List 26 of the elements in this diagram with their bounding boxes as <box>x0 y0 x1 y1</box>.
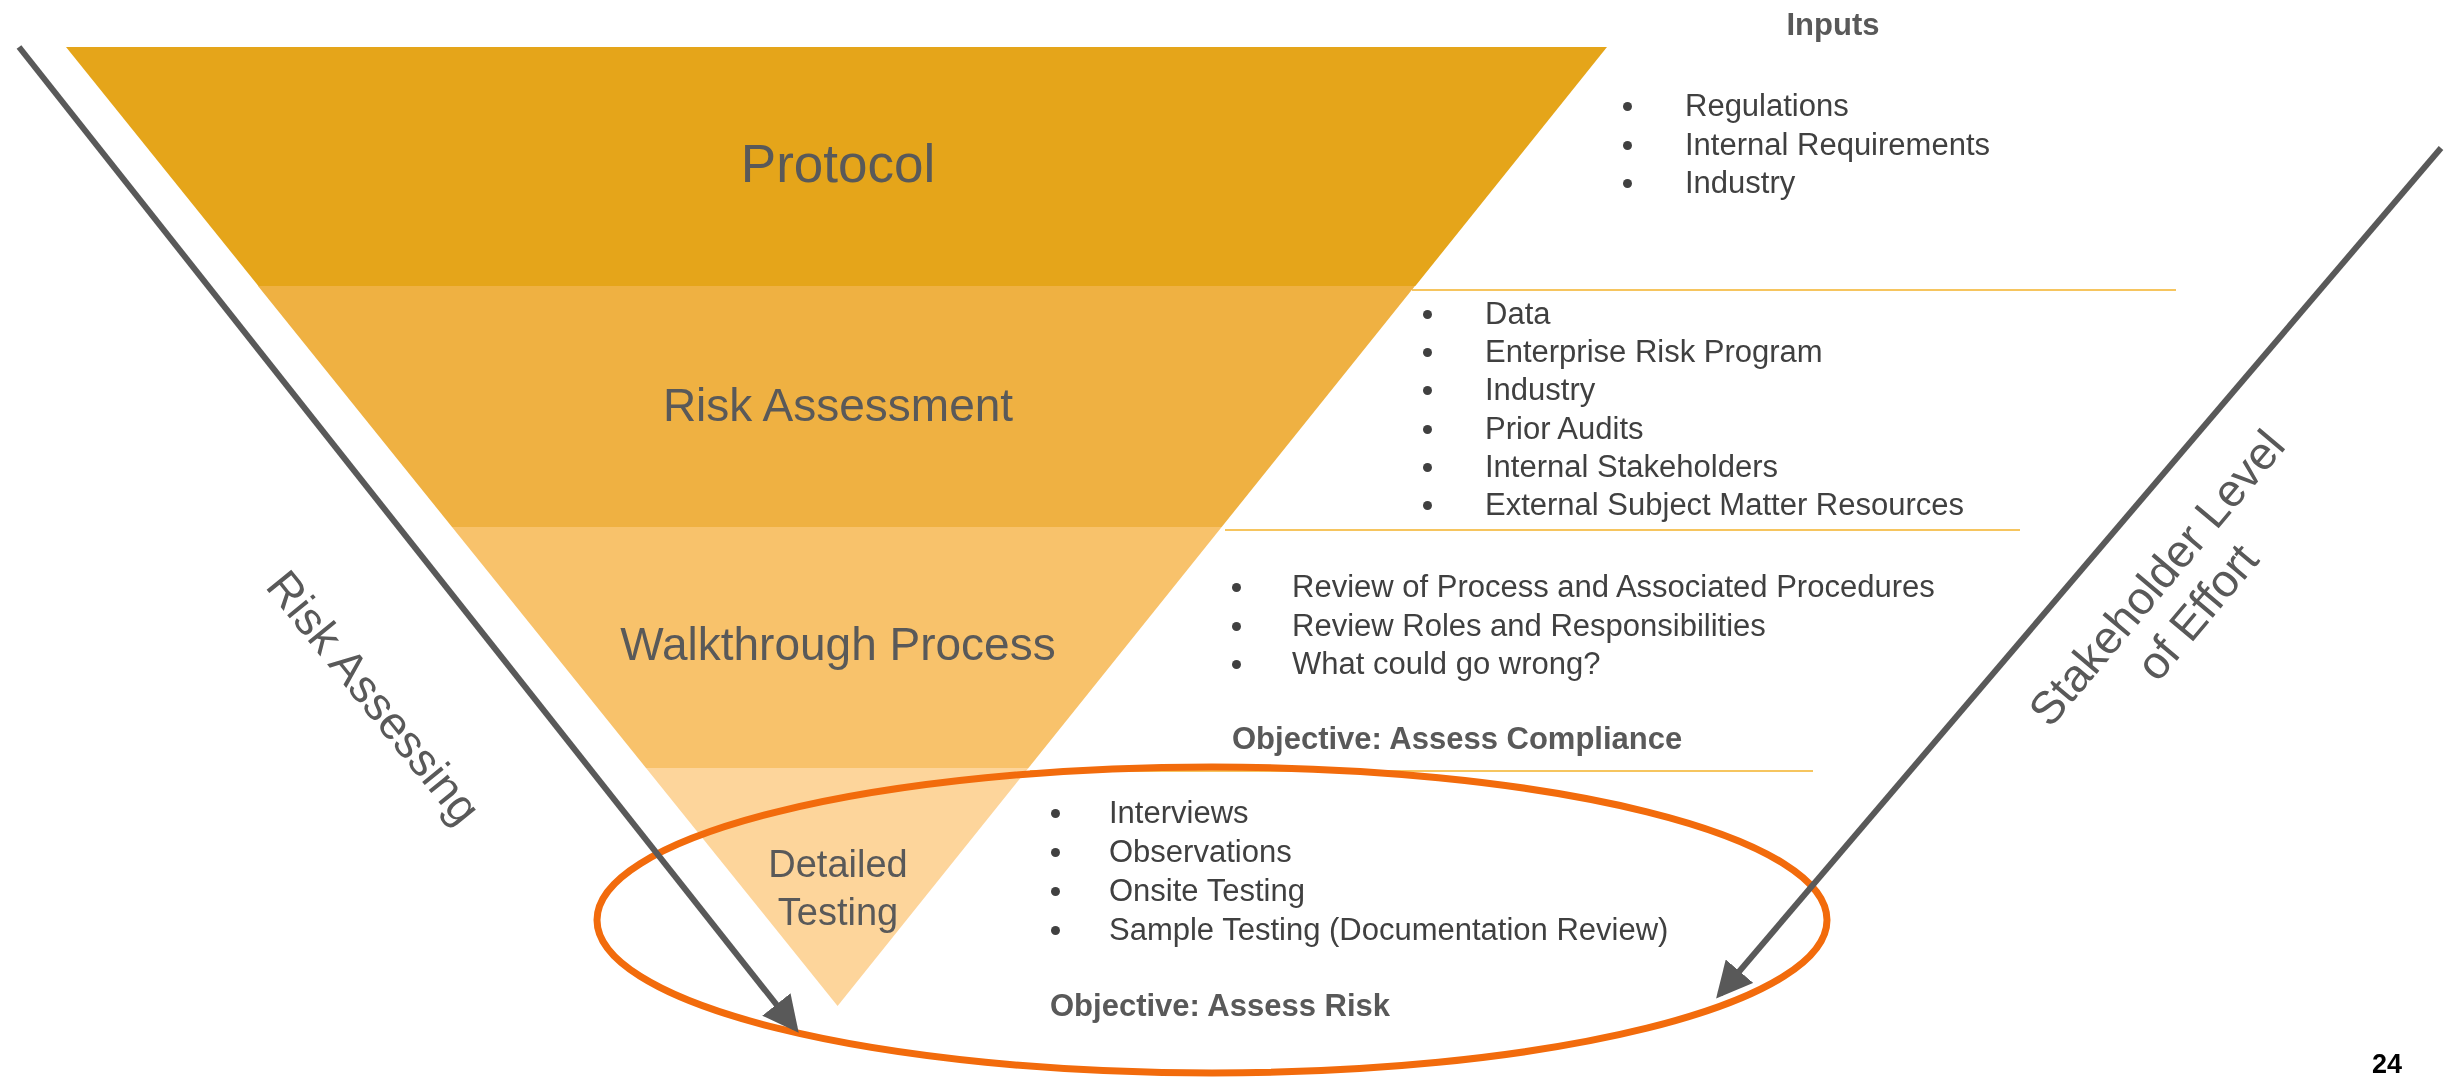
list-item: Internal Stakeholders <box>1485 448 1778 485</box>
band-label: Detailed Testing <box>767 841 909 935</box>
list-item: Internal Requirements <box>1685 126 1990 163</box>
list-item: Interviews <box>1109 795 1249 831</box>
list-item: External Subject Matter Resources <box>1485 487 1964 523</box>
list-item: Review Roles and Responsibilities <box>1292 607 1766 644</box>
list-item: Review of Process and Associated Procedures <box>1292 569 1935 605</box>
band-label: Risk Assessment <box>661 378 1015 434</box>
list-item: Regulations <box>1685 88 1849 124</box>
funnel-band <box>66 47 1607 286</box>
list-item: Observations <box>1109 834 1292 870</box>
list-item: What could go wrong? <box>1292 646 1601 682</box>
list-item: Enterprise Risk Program <box>1485 334 1823 371</box>
band-label: Walkthrough Process <box>619 617 1057 673</box>
list-item: Prior Audits <box>1485 410 1644 447</box>
heading: Inputs <box>1786 7 1880 43</box>
list-item: Onsite Testing <box>1109 873 1305 909</box>
list-item: Sample Testing (Documentation Review) <box>1109 912 1669 948</box>
list-item: Industry <box>1685 165 1796 201</box>
list-item: Data <box>1485 296 1551 332</box>
band-label: Protocol <box>739 132 937 195</box>
list-item: Industry <box>1485 372 1596 409</box>
funnel-band <box>258 286 1416 527</box>
page-number: 24 <box>2372 1048 2402 1077</box>
objective-text: Objective: Assess Risk <box>1050 988 1391 1024</box>
objective-text: Objective: Assess Compliance <box>1232 721 1683 757</box>
